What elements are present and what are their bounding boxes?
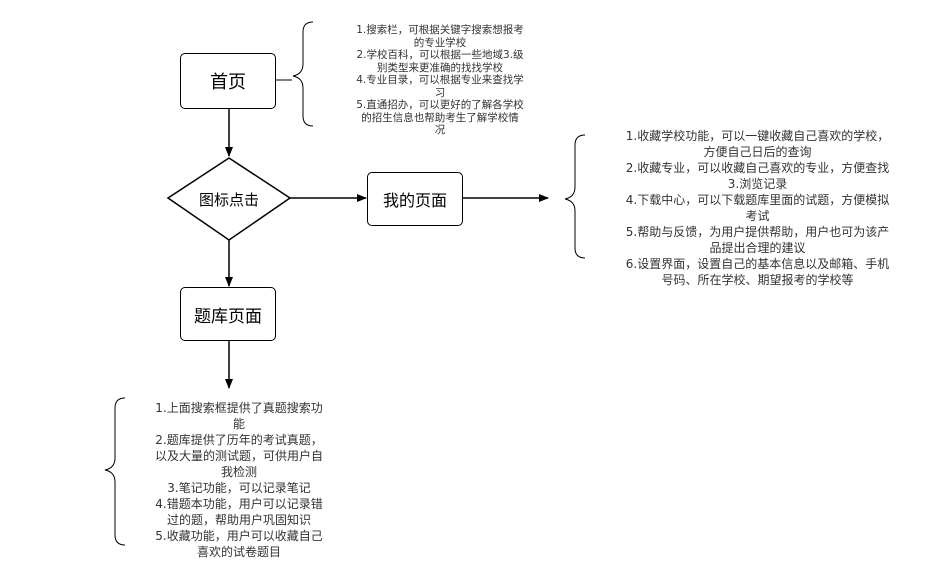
node-mine: 我的页面 — [367, 172, 463, 226]
note-line: 3.浏览记录 — [727, 177, 788, 191]
node-click-label: 图标点击 — [198, 191, 259, 209]
note-line: 1.搜索栏，可根据关键字搜索想报考 — [356, 24, 524, 36]
note-line: 4.下载中心，可以下载题库里面的试题，方便模拟 — [625, 193, 890, 207]
note-line: 2.收藏专业，可以收藏自己喜欢的专业，方便查找 — [625, 161, 890, 175]
notes-bank: 1.上面搜索框提供了真题搜索功 能 2.题库提供了历年的考试真题， 以及大量的测… — [124, 400, 354, 560]
note-line: 况 — [434, 124, 446, 136]
decision-diamond — [166, 157, 292, 241]
note-line: 能 — [232, 417, 245, 431]
note-line: 1.上面搜索框提供了真题搜索功 — [155, 401, 323, 415]
brace-home-notes — [292, 21, 314, 127]
note-line: 5.收藏功能，用户可以收藏自己 — [155, 529, 323, 543]
note-line: 4.专业目录，可以根据专业来查找学 — [356, 74, 524, 86]
note-line: 习 — [434, 86, 446, 99]
note-line: 4.错题本功能，用户可以记录错 — [155, 497, 323, 511]
notes-mine: 1.收藏学校功能，可以一键收藏自己喜欢的学校， 方便自己日后的查询 2.收藏专业… — [585, 128, 930, 288]
node-home: 首页 — [180, 53, 276, 109]
note-line: 品提出合理的建议 — [709, 241, 806, 255]
notes-home: 1.搜索栏，可根据关键字搜索想报考 的专业学校 2.学校百科，可以根据一些地域3… — [315, 24, 565, 137]
note-line: 1.收藏学校功能，可以一键收藏自己喜欢的学校， — [625, 129, 890, 143]
note-line: 的专业学校 — [413, 36, 467, 49]
node-bank: 题库页面 — [180, 287, 276, 341]
note-line: 3.笔记功能，可以记录笔记 — [167, 481, 311, 495]
note-line: 5.帮助与反馈，为用户提供帮助，用户也可为该产 — [625, 225, 890, 239]
note-line: 喜欢的试卷题目 — [196, 545, 281, 559]
note-line: 我检测 — [220, 465, 257, 479]
note-line: 过的题，帮助用户巩固知识 — [166, 513, 311, 527]
note-line: 方便自己日后的查询 — [703, 145, 812, 159]
note-line: 号码、所在学校、期望报考的学校等 — [661, 273, 854, 287]
brace-mine-notes — [564, 134, 586, 259]
note-line: 5.直通招办，可以更好的了解各学校 — [356, 99, 524, 111]
note-line: 考试 — [745, 209, 770, 223]
note-line: 2.题库提供了历年的考试真题， — [155, 433, 323, 447]
note-line: 以及大量的测试题，可供用户自 — [154, 449, 323, 463]
note-line: 的招生信息也帮助考生了解学校情 — [361, 111, 519, 124]
brace-bank-notes — [104, 397, 126, 546]
note-line: 6.设置界面，设置自己的基本信息以及邮箱、手机 — [625, 257, 890, 271]
note-line: 别类型来更准确的找找学校 — [377, 61, 503, 74]
note-line: 2.学校百科，可以根据一些地域3.级 — [356, 49, 524, 61]
